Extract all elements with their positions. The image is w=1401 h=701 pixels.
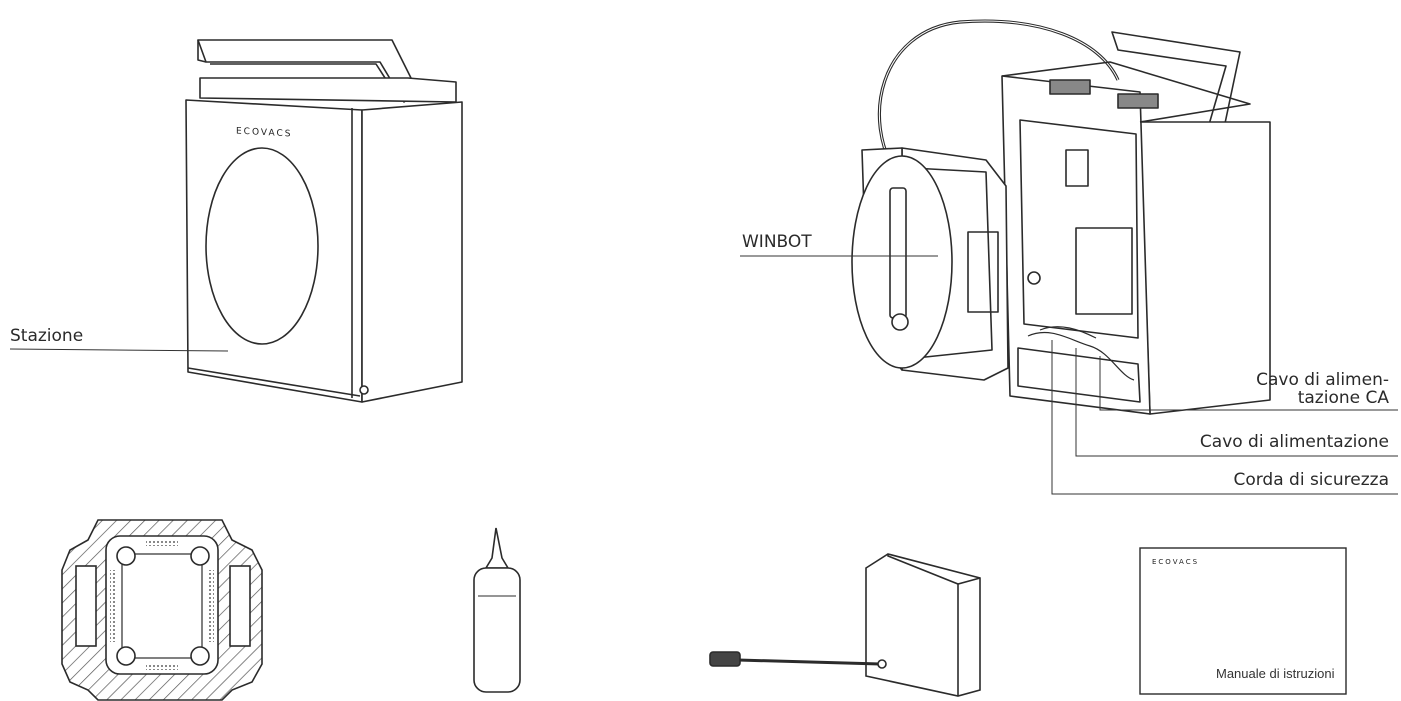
safety-rope-label: Corda di sicurezza <box>1233 470 1389 490</box>
station-leader-line <box>9 348 229 352</box>
manual-brand-logo: ECOVACS <box>1152 558 1200 566</box>
power-cable-label: Cavo di alimentazione <box>1199 432 1389 452</box>
power-adapter-illustration <box>709 553 981 697</box>
right-leader-lines <box>1051 340 1398 495</box>
ac-cable-label-line1: Cavo di alimen- <box>1256 370 1389 390</box>
winbot-station-illustration <box>851 19 1271 415</box>
cleaning-solution-bottle-illustration <box>473 527 521 693</box>
ac-cable-label-line2: tazione CA <box>1297 388 1389 408</box>
station-illustration <box>185 39 463 403</box>
instruction-manual-illustration <box>1139 547 1347 695</box>
winbot-label: WINBOT <box>742 232 812 252</box>
station-label: Stazione <box>10 326 84 346</box>
manual-title: Manuale di istruzioni <box>1216 666 1335 681</box>
cleaning-pad-illustration <box>61 519 263 701</box>
